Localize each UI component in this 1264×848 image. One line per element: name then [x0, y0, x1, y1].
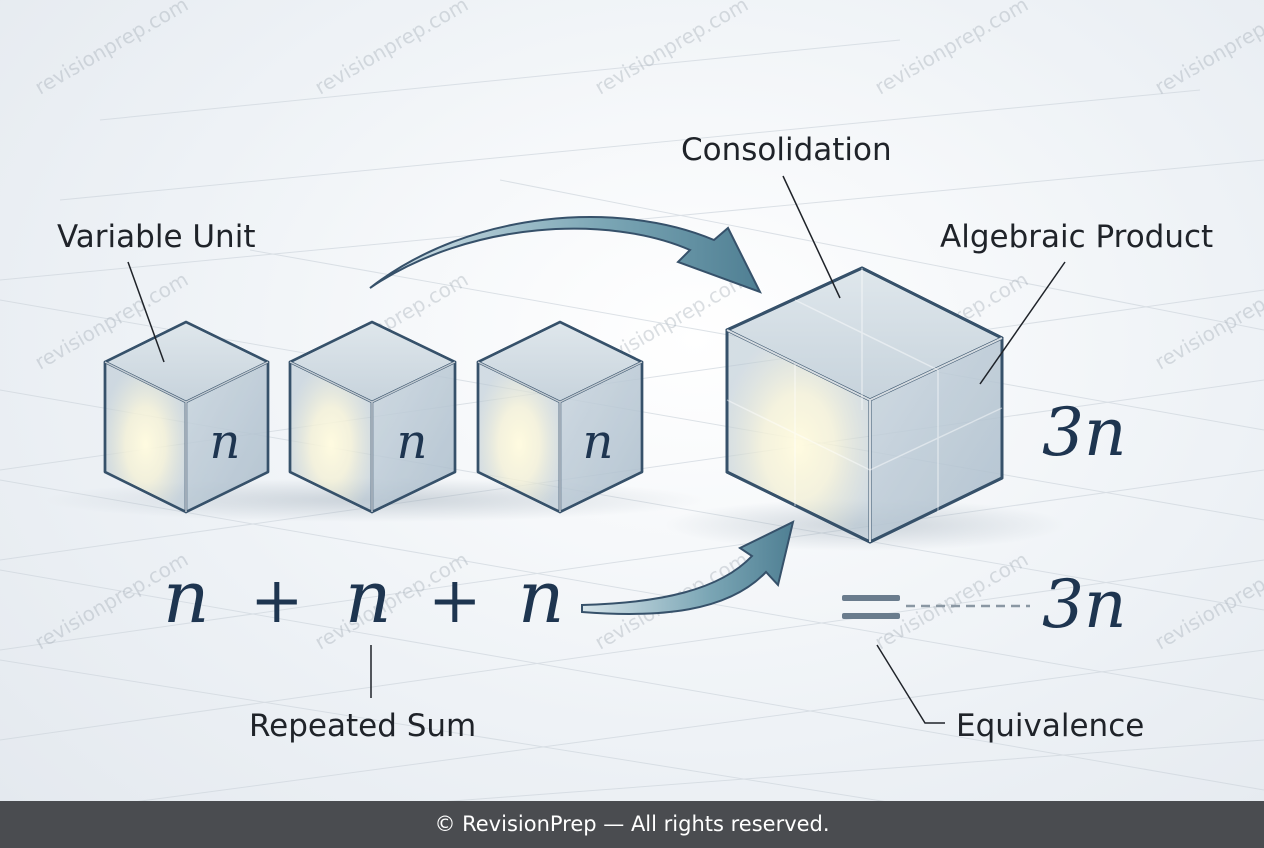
label-variable-unit: Variable Unit	[57, 219, 255, 255]
plus-sign-1: +	[250, 564, 304, 638]
consolidation-arrow-top	[369, 216, 763, 294]
watermark-text: revisionprep.com	[1151, 267, 1264, 374]
watermark-text: revisionprep.com	[591, 0, 753, 99]
variable-cube-1: n	[103, 320, 270, 514]
cube-variable-label: n	[397, 414, 428, 470]
watermark-text: revisionprep.com	[31, 0, 193, 99]
variable-cube-3: n	[476, 320, 644, 514]
result-term: 3n	[1042, 566, 1127, 643]
repeated-sum-expression: n + n + n	[163, 555, 564, 639]
sum-term-2: n	[345, 555, 391, 639]
watermark-text: revisionprep.com	[1151, 547, 1264, 654]
leader-equivalence	[876, 644, 945, 724]
watermark-layer: revisionprep.com revisionprep.com revisi…	[31, 0, 1264, 654]
product-cube	[725, 266, 1004, 544]
consolidation-arrow-bottom	[581, 520, 795, 615]
label-repeated-sum: Repeated Sum	[249, 708, 476, 744]
sum-term-3: n	[518, 555, 564, 639]
variable-cube-2: n	[288, 320, 457, 514]
leader-algebraic-product	[979, 261, 1066, 385]
equals-sign	[842, 595, 900, 619]
watermark-text: revisionprep.com	[1151, 0, 1264, 99]
watermark-text: revisionprep.com	[871, 0, 1033, 99]
cube-variable-label: n	[583, 414, 614, 470]
leader-variable-unit	[127, 261, 165, 363]
cube-variable-label: n	[210, 414, 241, 470]
label-equivalence: Equivalence	[956, 708, 1144, 744]
copyright-footer: © RevisionPrep — All rights reserved.	[0, 801, 1264, 848]
plus-sign-2: +	[428, 564, 482, 638]
leader-consolidation	[782, 175, 841, 299]
label-consolidation: Consolidation	[681, 132, 892, 168]
product-term-label: 3n	[1042, 394, 1127, 471]
sum-term-1: n	[163, 555, 209, 639]
watermark-text: revisionprep.com	[311, 0, 473, 99]
label-algebraic-product: Algebraic Product	[940, 219, 1213, 255]
